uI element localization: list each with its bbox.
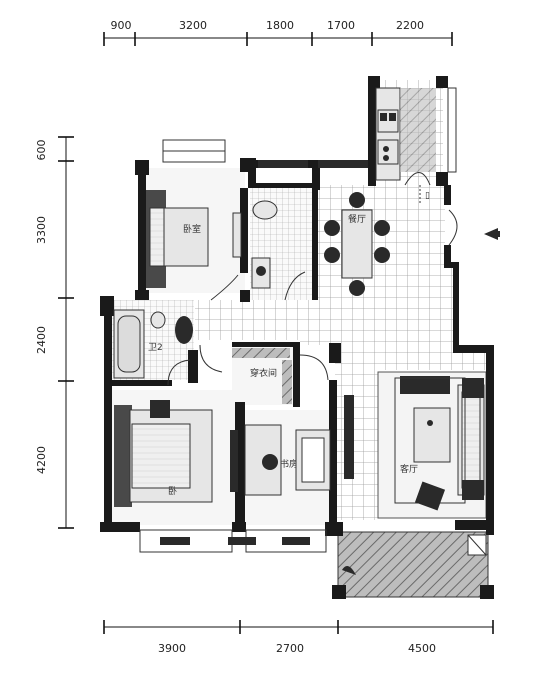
label-dining: 餐厅 bbox=[348, 213, 366, 225]
bedroom-master: 卧 bbox=[114, 400, 213, 507]
dim-bottom-3: 4500 bbox=[408, 642, 436, 655]
label-living: 客厅 bbox=[400, 463, 418, 475]
bottom-dimension-chain: 3900 2700 4500 bbox=[103, 620, 494, 655]
dim-bottom-2: 2700 bbox=[276, 642, 304, 655]
dim-left-2: 3300 bbox=[35, 216, 48, 244]
bedroom-north: 卧室 bbox=[146, 190, 242, 301]
left-dimension-chain: 600 3300 2400 4200 bbox=[35, 136, 74, 529]
balcony bbox=[342, 534, 487, 575]
dining-table: 餐厅 bbox=[324, 192, 390, 296]
svg-text:▯: ▯ bbox=[425, 191, 430, 201]
dim-bottom-1: 3900 bbox=[158, 642, 186, 655]
dim-top-5: 2200 bbox=[396, 19, 424, 32]
svg-text:卧: 卧 bbox=[168, 485, 177, 497]
top-dimension-chain: 900 3200 1800 1700 2200 bbox=[103, 19, 453, 46]
dim-top-3: 1800 bbox=[266, 19, 294, 32]
label-study: 书房 bbox=[280, 458, 298, 470]
bathroom-2: 卫2 bbox=[113, 309, 193, 386]
kitchen: ▯ bbox=[375, 87, 436, 205]
dim-left-3: 2400 bbox=[35, 326, 48, 354]
bathroom-top bbox=[251, 200, 306, 301]
label-closet: 穿衣间 bbox=[250, 367, 277, 379]
dim-left-1: 600 bbox=[35, 140, 48, 161]
label-bathroom-2: 卫2 bbox=[148, 343, 163, 353]
windows bbox=[139, 87, 457, 553]
dim-top-1: 900 bbox=[111, 19, 132, 32]
living-room: 客厅 bbox=[344, 376, 485, 511]
study: 书房 bbox=[230, 424, 331, 496]
entrance bbox=[448, 209, 500, 246]
closet: 穿衣间 bbox=[199, 344, 329, 404]
label-bedroom-north: 卧室 bbox=[183, 223, 201, 235]
dim-left-4: 4200 bbox=[35, 446, 48, 474]
dim-top-4: 1700 bbox=[327, 19, 355, 32]
dim-top-2: 3200 bbox=[179, 19, 207, 32]
